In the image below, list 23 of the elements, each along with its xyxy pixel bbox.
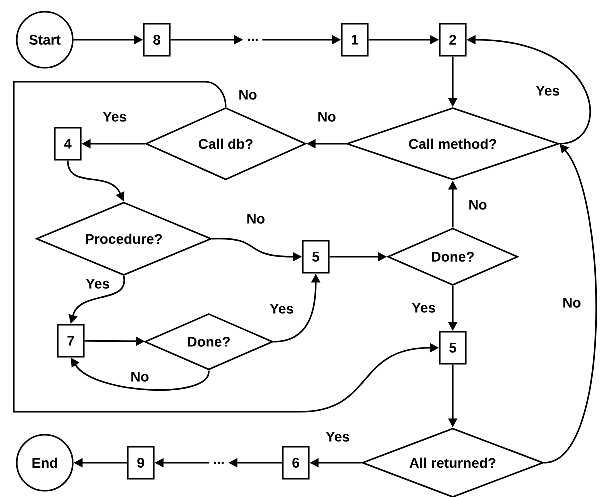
- edge-label: No: [562, 297, 582, 309]
- ellipsis-text: ...: [248, 38, 258, 42]
- step-box: 5: [439, 331, 467, 365]
- edge-label: No: [316, 111, 338, 123]
- step-box: 2: [439, 23, 467, 57]
- edge-label: No: [130, 371, 150, 383]
- edge-label: Yes: [324, 431, 352, 443]
- edge-label: Yes: [534, 85, 562, 97]
- step-box: 6: [282, 446, 310, 480]
- edge-label: Yes: [84, 278, 112, 290]
- edge-label: No: [246, 213, 266, 225]
- step-box: 8: [143, 23, 171, 57]
- step-box: 1: [341, 23, 369, 57]
- edge-label: Yes: [102, 111, 128, 123]
- step-box: 4: [54, 127, 82, 161]
- edge-label: No: [468, 199, 488, 211]
- step-box: 5: [302, 240, 330, 274]
- edge-label: Yes: [268, 303, 296, 315]
- step-box: 9: [127, 446, 155, 480]
- ellipsis-text: ...: [214, 462, 224, 464]
- step-box: 7: [57, 324, 85, 358]
- edge-label: No: [238, 89, 258, 101]
- edge-label: Yes: [410, 302, 438, 314]
